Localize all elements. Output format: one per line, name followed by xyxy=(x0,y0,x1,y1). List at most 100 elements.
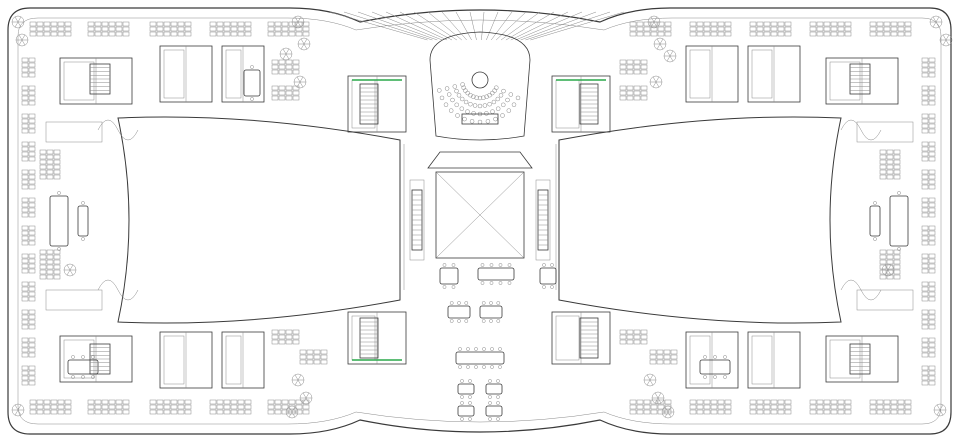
seat xyxy=(492,88,497,93)
seat xyxy=(468,92,473,98)
desk xyxy=(703,31,711,37)
desk xyxy=(28,179,36,185)
desk xyxy=(94,404,102,410)
desk xyxy=(21,286,29,292)
plant xyxy=(647,15,661,29)
desk xyxy=(21,337,29,343)
stair xyxy=(849,343,871,375)
desk xyxy=(830,409,838,415)
desk xyxy=(313,359,321,365)
desk xyxy=(36,26,44,32)
desk xyxy=(292,339,300,345)
desk xyxy=(928,258,936,264)
table-top xyxy=(539,267,557,285)
table-top xyxy=(479,305,503,319)
plant-leaf xyxy=(652,81,657,88)
desk xyxy=(869,404,877,410)
meeting-table xyxy=(77,201,89,241)
desk xyxy=(64,404,72,410)
plant-leaf xyxy=(884,269,889,276)
desk xyxy=(784,399,792,405)
chair xyxy=(457,319,461,323)
meeting-table xyxy=(67,355,99,379)
desk xyxy=(869,26,877,32)
desk xyxy=(53,159,61,165)
stair xyxy=(359,83,379,125)
desk xyxy=(292,95,300,101)
desk xyxy=(184,404,192,410)
desk xyxy=(928,380,936,386)
desk xyxy=(717,31,725,37)
desk xyxy=(897,409,905,415)
chair xyxy=(703,375,707,379)
desk xyxy=(21,296,29,302)
meeting-table xyxy=(539,263,557,289)
desk xyxy=(156,26,164,32)
desk xyxy=(101,399,109,405)
desk xyxy=(288,31,296,37)
desk xyxy=(28,235,36,241)
desk xyxy=(876,409,884,415)
central-hall xyxy=(403,144,557,290)
seat xyxy=(508,92,514,97)
desk xyxy=(893,169,901,175)
seat xyxy=(471,111,476,116)
desk xyxy=(28,268,36,274)
desk xyxy=(46,264,54,270)
desk xyxy=(619,59,627,65)
desk xyxy=(921,268,929,274)
desk xyxy=(101,21,109,27)
desk xyxy=(43,31,51,37)
desk xyxy=(830,399,838,405)
seat xyxy=(482,103,488,108)
desk xyxy=(39,164,47,170)
desk xyxy=(893,249,901,255)
desk xyxy=(876,26,884,32)
desk xyxy=(115,399,123,405)
meeting-table xyxy=(457,401,475,421)
desk xyxy=(619,64,627,70)
desk xyxy=(216,409,224,415)
plant-leaf xyxy=(17,16,22,23)
desk xyxy=(777,404,785,410)
chair xyxy=(81,355,85,359)
desk xyxy=(28,156,36,162)
desk xyxy=(886,149,894,155)
desk xyxy=(108,404,116,410)
plant-leaf xyxy=(939,404,944,411)
chair xyxy=(481,301,486,305)
desk xyxy=(893,254,901,260)
desk xyxy=(267,26,275,32)
chair xyxy=(457,301,461,305)
desk xyxy=(717,404,725,410)
desk xyxy=(928,123,936,129)
desk xyxy=(223,409,231,415)
desk xyxy=(149,399,157,405)
desk xyxy=(108,409,116,415)
desk xyxy=(928,342,936,348)
desk xyxy=(43,399,51,405)
desk xyxy=(830,26,838,32)
seat xyxy=(471,94,476,99)
desk xyxy=(177,31,185,37)
desk xyxy=(904,404,912,410)
chair xyxy=(460,395,464,399)
meeting-table xyxy=(457,379,475,399)
desk xyxy=(809,26,817,32)
desk xyxy=(890,404,898,410)
desk xyxy=(94,31,102,37)
desk xyxy=(28,85,36,91)
desk xyxy=(244,399,252,405)
desk xyxy=(823,399,831,405)
desk xyxy=(170,399,178,405)
desk xyxy=(271,64,279,70)
desk xyxy=(640,95,648,101)
desk xyxy=(36,404,44,410)
desk xyxy=(39,154,47,160)
desk xyxy=(216,26,224,32)
desk xyxy=(921,128,929,134)
desk xyxy=(643,404,651,410)
desk xyxy=(64,31,72,37)
desk xyxy=(921,314,929,320)
seat xyxy=(460,82,465,87)
